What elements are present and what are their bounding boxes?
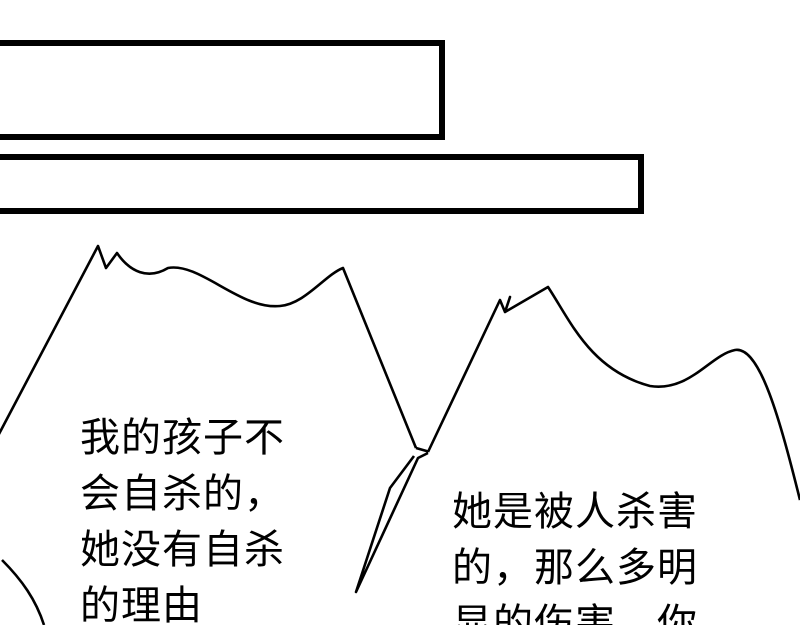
speech-line: 我的孩子不	[80, 415, 285, 461]
speech-bubble-right	[428, 287, 800, 625]
speech-line: 会自杀的，	[80, 471, 285, 517]
speech-bubble-left-lower-curve	[1, 559, 46, 625]
speech-line: 的，那么多明	[452, 545, 698, 591]
speech-bubble-left	[0, 246, 449, 625]
caption-box-top	[0, 40, 445, 140]
speech-line: 的理由	[80, 583, 203, 625]
speech-line: 她是被人杀害	[452, 489, 698, 535]
speech-bubble-right-outline	[426, 285, 800, 501]
speech-text-right: 她是被人杀害 的，那么多明 显的伤害，你	[452, 484, 698, 625]
speech-bubble-left-outline	[0, 244, 418, 449]
speech-line: 她没有自杀	[80, 527, 285, 573]
speech-text-left: 我的孩子不 会自杀的， 她没有自杀 的理由	[80, 410, 285, 625]
speech-line: 显的伤害，你	[452, 601, 698, 625]
caption-box-second	[0, 154, 644, 214]
